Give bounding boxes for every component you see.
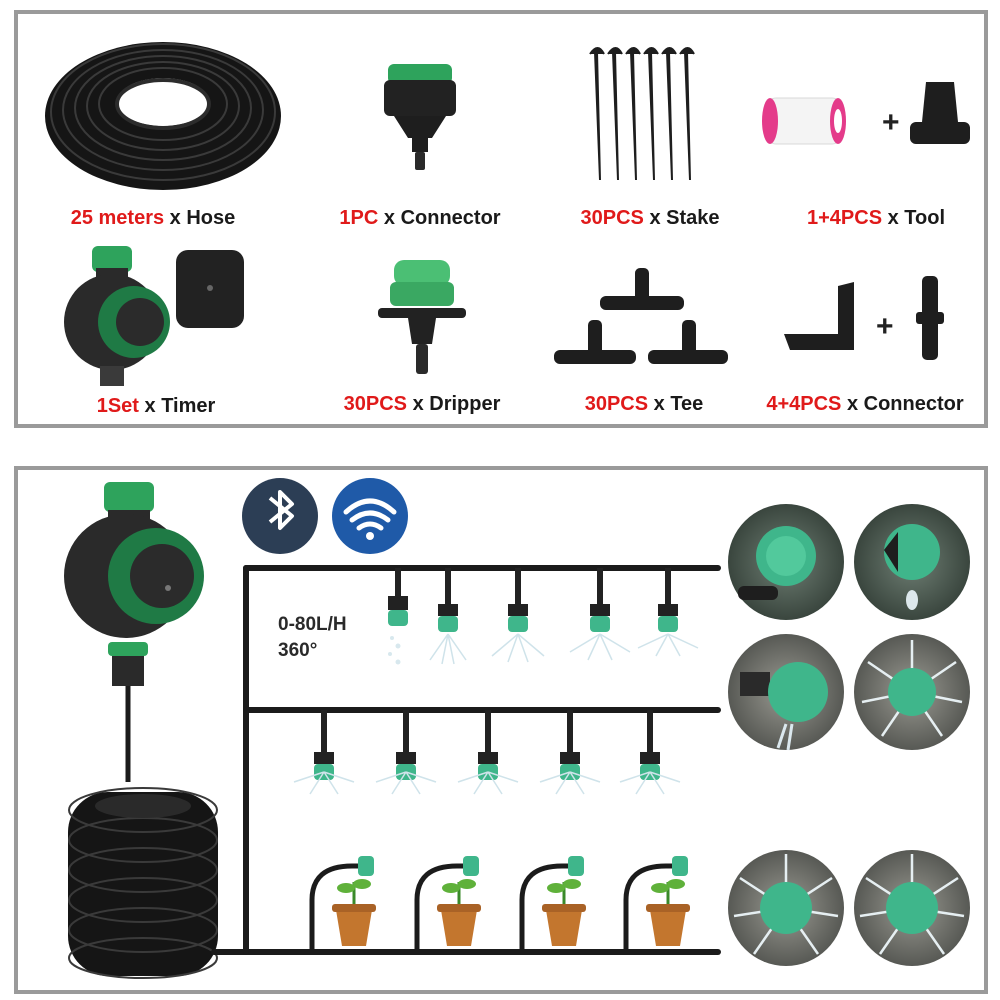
irrigation-diagram [64, 478, 721, 979]
item-label-hose: 25 meters x Hose [70, 207, 236, 229]
closeup-dripper-5 [728, 850, 844, 966]
closeup-dripper-4 [854, 634, 970, 750]
hose-coil-icon [68, 787, 218, 979]
tap-connector-icon [384, 64, 456, 170]
dripper-closeup-gallery [728, 504, 970, 966]
spray-angle-value: 360° [278, 640, 318, 661]
item-label-stake: 30PCS x Stake [580, 207, 720, 229]
closeup-dripper-2 [854, 504, 970, 620]
wifi-icon [332, 478, 408, 554]
elbow-and-straight-connector-icon: + [784, 276, 944, 360]
item-label-dripper: 30PCS x Dripper [343, 393, 501, 415]
potted-plant-row [309, 856, 690, 952]
dripper-row-2 [314, 710, 660, 780]
dripper-icon [378, 260, 466, 374]
tee-icon [554, 268, 728, 364]
timer-icon [64, 482, 204, 686]
svg-text:+: + [876, 310, 894, 343]
closeup-dripper-1 [728, 504, 844, 620]
flow-rate-text: 0-80L/H 360° [278, 612, 347, 664]
item-label-tee: 30PCS x Tee [584, 393, 704, 415]
bluetooth-icon [242, 478, 318, 554]
dripper-row-1 [388, 568, 678, 632]
item-label-connector: 1PC x Connector [339, 207, 501, 229]
timer-and-hub-icon [64, 246, 244, 386]
item-label-elbow-connector: 4+4PCS x Connector [766, 393, 964, 415]
tape-and-plug-icon: + [762, 82, 970, 145]
closeup-dripper-3 [728, 634, 844, 751]
item-label-timer: 1Set x Timer [96, 395, 216, 417]
stakes-icon [589, 47, 695, 181]
hose-coil-icon [45, 42, 281, 190]
closeup-dripper-6 [854, 850, 970, 966]
flow-rate-value: 0-80L/H [278, 614, 347, 635]
svg-text:+: + [882, 106, 900, 139]
item-label-tool: 1+4PCS x Tool [806, 207, 946, 229]
